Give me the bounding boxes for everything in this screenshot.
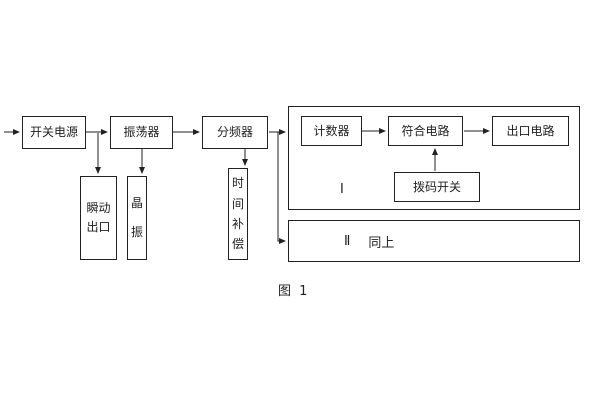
block-counter: 计数器 xyxy=(301,116,362,146)
group-1-label: Ⅰ xyxy=(340,182,344,197)
group-2-label-row: Ⅱ 同上 xyxy=(344,220,394,262)
block-dip-switch: 拨码开关 xyxy=(394,172,480,202)
block-frequency-divider: 分频器 xyxy=(202,116,268,149)
group-box-1 xyxy=(288,106,580,210)
group-box-2 xyxy=(288,220,580,262)
group-2-note: 同上 xyxy=(368,235,395,251)
block-crystal: 晶振 xyxy=(127,176,147,260)
block-oscillator: 振荡器 xyxy=(110,116,173,149)
block-time-compensation: 时间补偿 xyxy=(228,168,248,260)
block-outlet-circuit: 出口电路 xyxy=(492,116,569,146)
figure-caption: 图 1 xyxy=(278,284,310,299)
block-instant-outlet: 瞬动出口 xyxy=(80,176,117,260)
group-2-label: Ⅱ xyxy=(344,233,351,249)
block-coincidence-circuit: 符合电路 xyxy=(388,116,463,146)
block-switch-power: 开关电源 xyxy=(22,116,86,149)
